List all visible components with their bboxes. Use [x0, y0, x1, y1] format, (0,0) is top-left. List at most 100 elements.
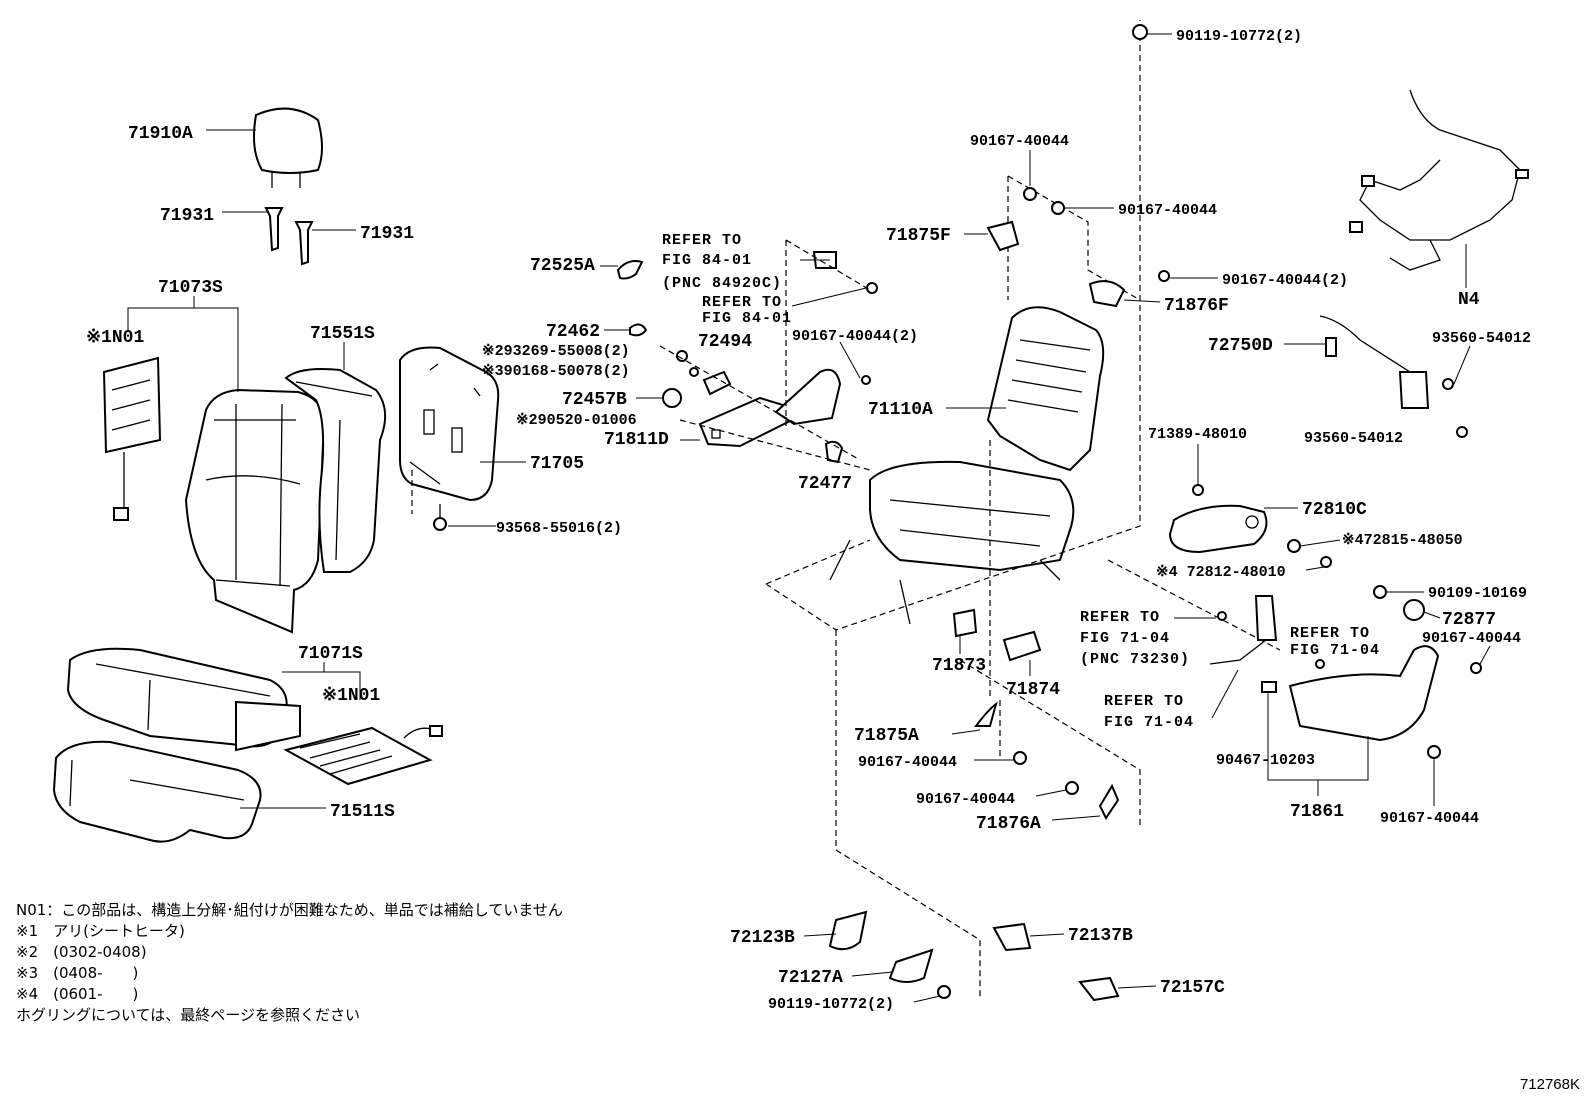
label-refer-71-c1: REFER TO: [1104, 693, 1184, 710]
clip-72525A: [616, 260, 644, 280]
label-71931-left: 71931: [160, 206, 214, 226]
cover-71875A: [973, 701, 998, 727]
shield-71861: [1261, 645, 1440, 742]
label-72462: 72462: [546, 322, 600, 342]
bracket-71876F: [1088, 280, 1126, 308]
label-72525A: 72525A: [530, 256, 595, 276]
bracket-72137B: [992, 922, 1032, 952]
label-refer-84-line1: REFER TO: [662, 232, 742, 249]
bracket-71875F: [986, 220, 1020, 252]
label-refer-84b-line1: REFER TO: [702, 294, 782, 311]
shield-inner: [774, 368, 842, 426]
footnote-3: ※3 (0408- ): [16, 964, 139, 982]
label-90167-b: 90167-40044: [1380, 810, 1479, 827]
bolt-90167-m2: [1065, 781, 1079, 795]
cover-71873: [952, 608, 978, 638]
label-90168: ※390168-50078(2): [482, 363, 630, 380]
bolt-90167-r: [1470, 662, 1482, 674]
assembly-dashed-lines: [411, 20, 1281, 1000]
cushion-cover-drawing: [66, 647, 301, 752]
label-refer-71-a2: FIG 71-04: [1080, 630, 1170, 647]
label-90119-bot: 90119-10772(2): [768, 996, 894, 1013]
label-93568: 93568-55016(2): [496, 520, 622, 537]
footnote-2: ※2 (0302-0408): [16, 943, 147, 961]
bracket-72750D: [1319, 315, 1430, 409]
label-refer-71-b2: FIG 71-04: [1290, 642, 1380, 659]
washer-72815: [1287, 539, 1301, 553]
seatback-pad-drawing: [284, 368, 387, 573]
label-71551S: 71551S: [310, 324, 375, 344]
label-71931-right: 71931: [360, 224, 414, 244]
label-72812: ※4 72812-48010: [1156, 564, 1286, 581]
label-refer-84b-line2: FIG 84-01: [702, 310, 792, 327]
buckle-73230: [1209, 595, 1325, 669]
label-90167-t3: 90167-40044(2): [1222, 272, 1348, 289]
label-71875F: 71875F: [886, 226, 951, 246]
label-72810C: 72810C: [1302, 500, 1367, 520]
bolt-93560a: [1442, 378, 1454, 390]
screw-93269: [676, 350, 699, 377]
label-refer-71-a3: (PNC 73230): [1080, 651, 1190, 668]
leader-lines: [127, 33, 1491, 1003]
bolt-90167-mid: [861, 375, 871, 385]
label-90520: ※290520-01006: [516, 412, 637, 429]
armrest-72810C: [1168, 504, 1268, 554]
label-90167-2-center: 90167-40044(2): [792, 328, 918, 345]
label-72123B: 72123B: [730, 928, 795, 948]
label-refer-84-line2: FIG 84-01: [662, 252, 752, 269]
label-N01-back: ※1N01: [86, 328, 144, 348]
label-90167-t1: 90167-40044: [970, 133, 1069, 150]
bolt-90167-t3: [1158, 270, 1170, 282]
bolt-90119-top: [1132, 24, 1148, 40]
cover-71876A: [1098, 783, 1120, 820]
bolt-90167-t2: [1051, 201, 1065, 215]
figure-code: 712768K: [1519, 1076, 1580, 1093]
label-90167-r: 90167-40044: [1422, 630, 1521, 647]
label-72477: 72477: [798, 474, 852, 494]
bolt-90167-t1: [1023, 187, 1037, 201]
headrest-drawing: [253, 107, 323, 188]
bolt-90119-bot: [937, 985, 951, 999]
bolt-90167-m1: [1013, 751, 1027, 765]
label-93269: ※293269-55008(2): [482, 343, 630, 360]
part-number-labels: 71910A 71931 71931 71073S 71551S ※1N01 7…: [86, 28, 1531, 1013]
label-71071S: 71071S: [298, 644, 363, 664]
knob-72462: [629, 323, 648, 337]
bolt-refer84: [866, 282, 878, 294]
label-90167-m2: 90167-40044: [916, 791, 1015, 808]
headrest-support-left: [264, 207, 284, 252]
label-71073S: 71073S: [158, 278, 223, 298]
label-N4: N4: [1458, 290, 1480, 310]
shield-71811D: [698, 396, 794, 448]
label-71705: 71705: [530, 454, 584, 474]
footnote-1: ※1 アリ(シートヒータ): [16, 922, 185, 940]
label-72127A: 72127A: [778, 968, 843, 988]
footnote-n01: N01：この部品は、構造上分解･組付けが困難なため、単品では補給していません: [16, 901, 563, 919]
label-71110A: 71110A: [868, 400, 933, 420]
label-90167-m1: 90167-40044: [858, 754, 957, 771]
seatback-cover-drawing: [184, 388, 326, 634]
label-71511S: 71511S: [330, 802, 395, 822]
label-71873: 71873: [932, 656, 986, 676]
footnotes: N01：この部品は、構造上分解･組付けが困難なため、単品では補給していません ※…: [16, 900, 563, 1026]
heater-element-back: [102, 356, 162, 521]
cap-71389: [1192, 484, 1204, 496]
label-72750D: 72750D: [1208, 336, 1273, 356]
heater-element-cushion: [283, 725, 443, 786]
bolt-93568: [433, 504, 447, 531]
lever-72494: [702, 370, 732, 396]
label-93560-a: 93560-54012: [1432, 330, 1531, 347]
footnote-hog-ring: ホグリングについては、最終ページを参照ください: [16, 1006, 360, 1024]
bolt-90109: [1373, 585, 1387, 599]
label-N01-cushion: ※1N01: [322, 686, 380, 706]
label-90167-t2: 90167-40044: [1118, 202, 1217, 219]
label-71875A: 71875A: [854, 726, 919, 746]
label-refer-71-b1: REFER TO: [1290, 625, 1370, 642]
label-71811D: 71811D: [604, 430, 669, 450]
headrest-support-right: [294, 221, 314, 266]
label-72137B: 72137B: [1068, 926, 1133, 946]
wire-harness-N4: [1349, 89, 1529, 288]
label-72815: ※472815-48050: [1342, 532, 1463, 549]
footnote-4: ※4 (0601- ): [16, 985, 139, 1003]
